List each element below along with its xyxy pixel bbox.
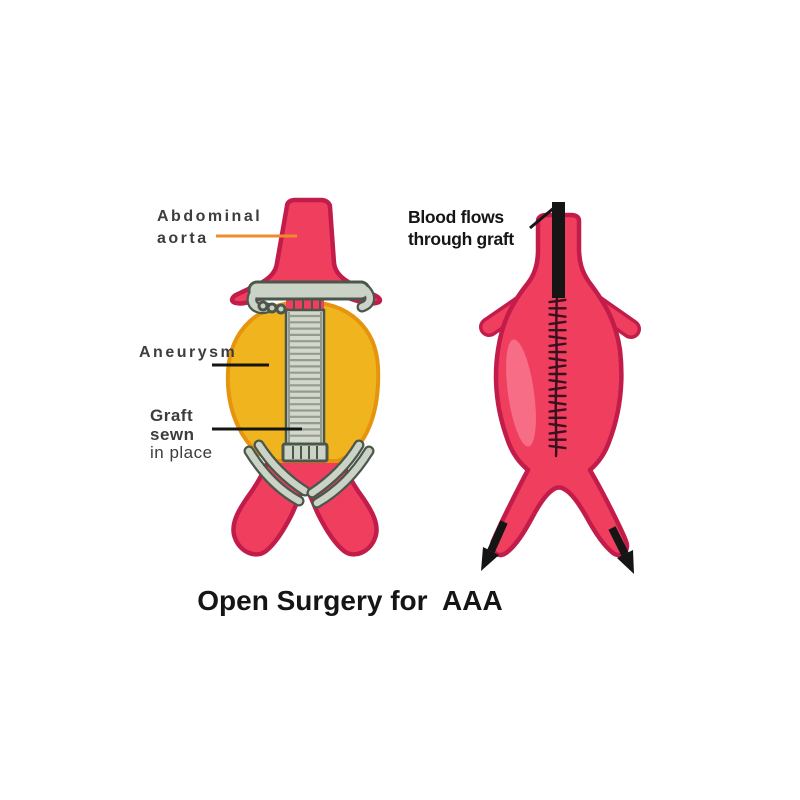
leader-line-blood-flow — [529, 205, 556, 230]
clamp-finger — [257, 300, 269, 312]
left-diagram: Abdominal aorta Aneurysm Graft sewn in p… — [139, 197, 383, 557]
label-aneurysm: Aneurysm — [139, 344, 237, 361]
graft-bottom-anastomosis — [281, 442, 329, 463]
label-graft-line3: in place — [150, 443, 213, 462]
label-blood-flow-line1: Blood flows — [408, 207, 504, 227]
flow-arrow-left — [481, 520, 508, 571]
graft-ribs — [288, 314, 322, 437]
flow-arrow-right — [608, 526, 634, 574]
aorta-closed-over-graft — [489, 212, 630, 558]
label-graft-line1: Graft — [150, 406, 193, 425]
aortic-cross-clamp — [246, 280, 376, 315]
figure-title: Open Surgery for AAA — [197, 585, 502, 616]
suture-stitches — [548, 298, 567, 450]
vessel-highlight — [506, 339, 536, 447]
label-blood-flow-line2: through graft — [408, 229, 514, 249]
iliac-clamp-left — [243, 439, 311, 507]
right-diagram: Blood flows through graft — [408, 202, 641, 574]
label-abdominal-aorta-line2: aorta — [157, 230, 209, 247]
suture-line — [548, 294, 567, 458]
clamp-finger — [266, 302, 278, 314]
label-abdominal-aorta-line1: Abdominal — [157, 208, 262, 225]
iliac-clamp-right — [306, 439, 375, 509]
graft-flow-bar — [552, 202, 565, 298]
label-graft-line2: sewn — [150, 425, 195, 444]
graft-tube — [284, 308, 326, 448]
clamp-finger — [275, 303, 287, 315]
